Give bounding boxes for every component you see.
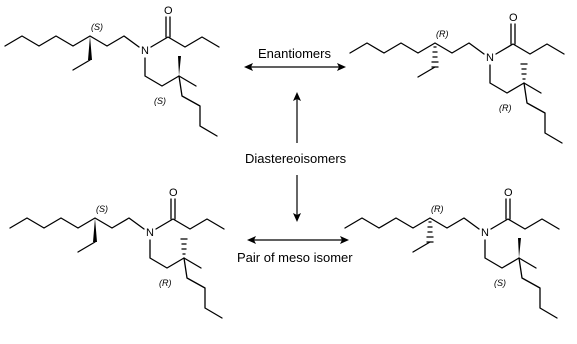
oxygen-atom: O — [164, 5, 173, 17]
wedge-bond — [518, 238, 521, 258]
wedge-bond — [178, 56, 181, 76]
molecule-3: N O (S) (R) — [9, 187, 225, 319]
diastereoisomers-up-arrow — [293, 92, 301, 143]
hash-bond — [426, 221, 434, 243]
nitrogen-atom: N — [146, 227, 154, 239]
hash-bond — [180, 238, 188, 255]
molecule-1: N O (S) (S) — [4, 5, 220, 137]
molecule-2: N O (R) (R) — [349, 12, 565, 144]
enantiomers-label: Enantiomers — [258, 46, 331, 61]
enantiomers-arrow — [244, 63, 346, 71]
wedge-bond — [88, 36, 92, 60]
stereo-label-bottom: (S) — [494, 278, 506, 288]
stereo-label-top: (R) — [436, 29, 449, 39]
nitrogen-atom: N — [141, 45, 149, 57]
hash-bond — [520, 63, 528, 80]
wedge-bond — [93, 218, 97, 242]
oxygen-atom: O — [504, 187, 513, 199]
nitrogen-atom: N — [481, 227, 489, 239]
stereo-label-top: (S) — [96, 204, 108, 214]
stereo-label-top: (S) — [91, 22, 103, 32]
oxygen-atom: O — [169, 187, 178, 199]
meso-label: Pair of meso isomer — [237, 250, 353, 265]
stereo-label-bottom: (R) — [159, 278, 172, 288]
oxygen-atom: O — [509, 12, 518, 24]
stereo-label-bottom: (S) — [154, 96, 166, 106]
meso-arrow — [247, 236, 349, 244]
molecule-4: N O (R) (S) — [344, 187, 560, 319]
stereo-label-top: (R) — [431, 204, 444, 214]
diastereoisomers-label: Diastereoisomers — [245, 151, 347, 166]
diastereoisomers-down-arrow — [293, 175, 301, 222]
hash-bond — [431, 46, 439, 68]
stereo-label-bottom: (R) — [499, 103, 512, 113]
nitrogen-atom: N — [486, 52, 494, 64]
